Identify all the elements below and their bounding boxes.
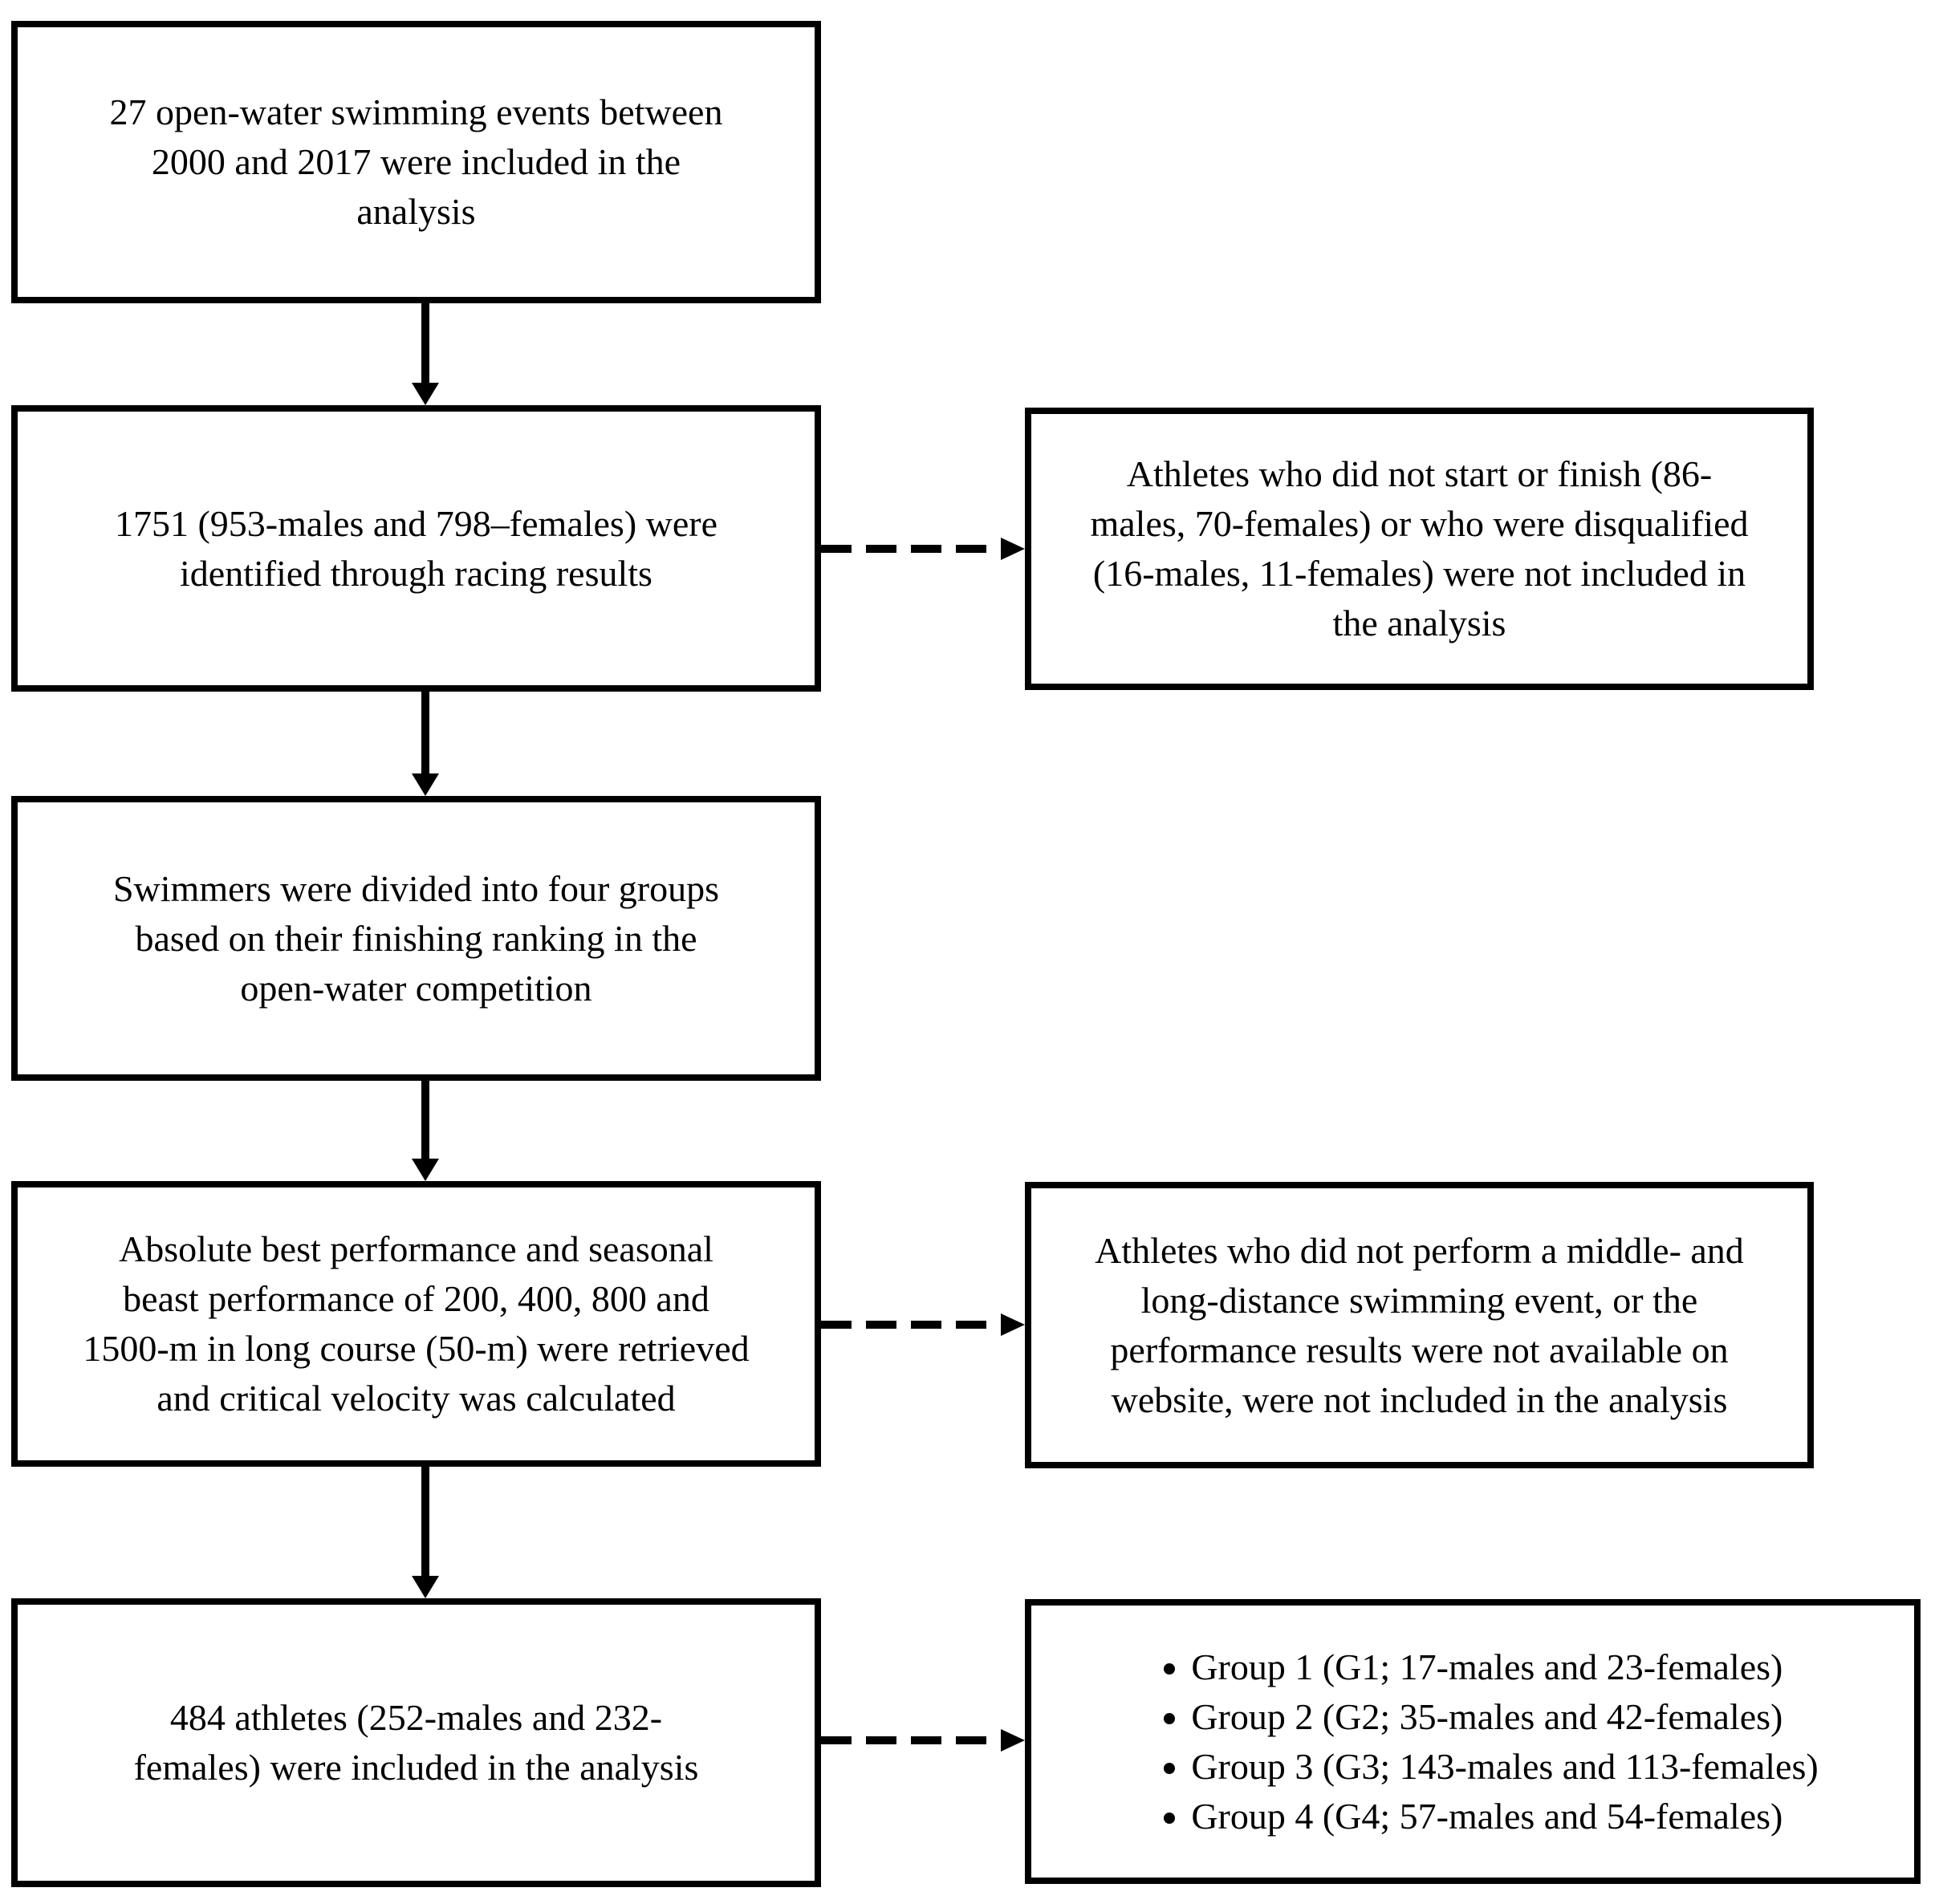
dashed-line-performance-to-excluded [821, 1321, 1001, 1329]
arrow-head-identified-to-divided [412, 773, 439, 796]
arrow-line-divided-to-performance [421, 1081, 429, 1159]
arrow-line-performance-to-included [421, 1467, 429, 1576]
arrow-line-events-to-identified [421, 303, 429, 383]
groups-list: Group 1 (G1; 17-males and 23-females)Gro… [1127, 1642, 1818, 1841]
arrow-line-identified-to-divided [421, 692, 429, 773]
box-included-analysis: 484 athletes (252-males and 232-females)… [11, 1598, 821, 1887]
dashed-line-identified-to-excluded [821, 545, 1001, 553]
box-excluded-dnf-text: Athletes who did not start or finish (86… [1090, 453, 1749, 643]
dashed-arrow-head-performance-to-excluded [1001, 1313, 1025, 1336]
group-list-item: Group 1 (G1; 17-males and 23-females) [1191, 1642, 1818, 1692]
box-excluded-no-results: Athletes who did not perform a middle- a… [1025, 1182, 1814, 1468]
box-excluded-dnf-dq: Athletes who did not start or finish (86… [1025, 408, 1814, 690]
dashed-arrow-head-included-to-groups [1001, 1729, 1025, 1752]
arrow-head-events-to-identified [412, 383, 439, 405]
dashed-line-included-to-groups [821, 1736, 1001, 1744]
dashed-arrow-head-identified-to-excluded [1001, 538, 1025, 560]
arrow-head-performance-to-included [412, 1576, 439, 1598]
group-list-item: Group 2 (G2; 35-males and 42-females) [1191, 1692, 1818, 1742]
group-list-item: Group 4 (G4; 57-males and 54-females) [1191, 1792, 1818, 1841]
group-list-item: Group 3 (G3; 143-males and 113-females) [1191, 1742, 1818, 1792]
arrow-head-divided-to-performance [412, 1159, 439, 1181]
box-excluded-no-results-text: Athletes who did not perform a middle- a… [1095, 1229, 1744, 1420]
box-included-text: 484 athletes (252-males and 232-females)… [133, 1697, 699, 1788]
box-groups-list: Group 1 (G1; 17-males and 23-females)Gro… [1025, 1599, 1921, 1884]
